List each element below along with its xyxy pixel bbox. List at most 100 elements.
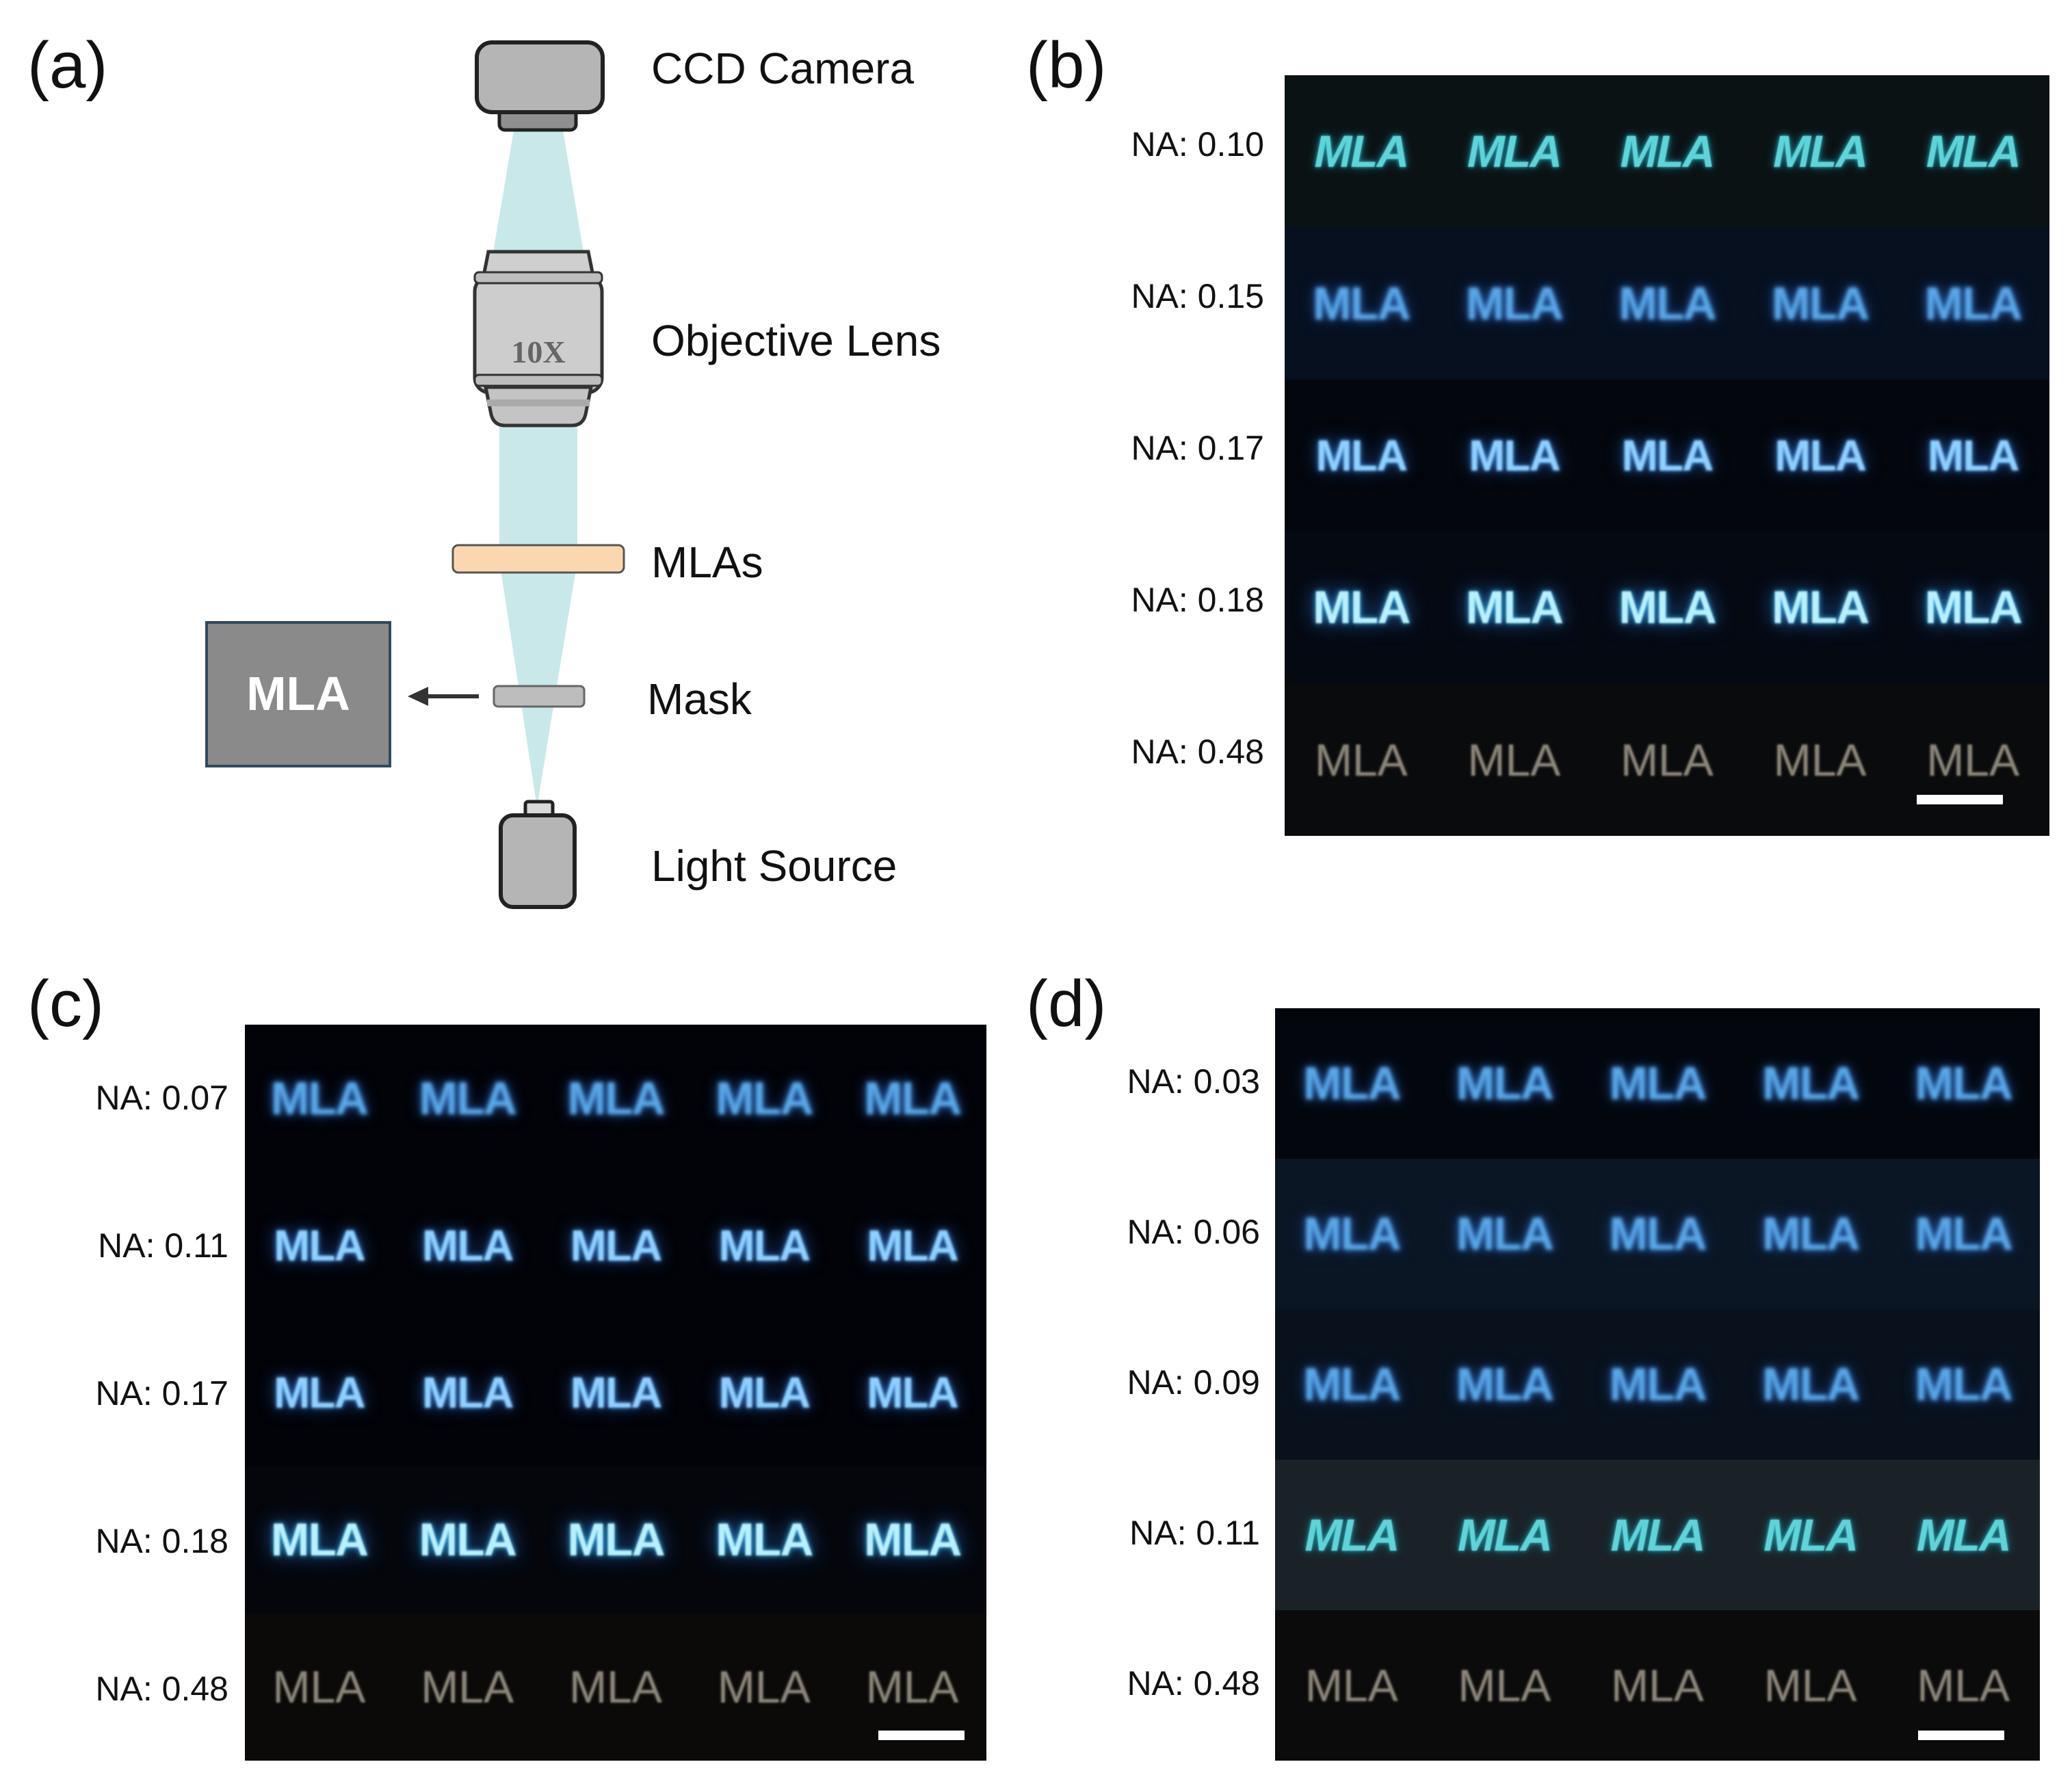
panel-a-label: (a) [27,29,108,102]
grid-cell-image: MLA [1285,75,1438,227]
grid-cell-image: MLA [1590,227,1744,379]
grid-cell-image: MLA [1896,227,2049,379]
mla-image-text: MLA [717,1661,811,1713]
na-label: NA: 0.17 [1131,429,1264,467]
mla-image-text: MLA [570,1367,663,1417]
grid-cell-image: MLA [838,1319,986,1466]
grid-cell-image: MLA [1275,1008,1428,1159]
mla-image-text: MLA [1609,1057,1707,1109]
grid-cell-image: MLA [1275,1159,1428,1309]
mla-image-text: MLA [865,1661,959,1713]
scale-bar-c [878,1731,965,1740]
grid-cell-image: MLA [1734,1460,1887,1610]
na-label: NA: 0.03 [1127,1062,1260,1101]
mla-image-text: MLA [867,1220,959,1270]
mla-image-text: MLA [1304,1660,1398,1711]
grid-cell-image: MLA [1428,1309,1582,1460]
mla-image-text: MLA [1467,126,1562,177]
na-label: NA: 0.17 [95,1374,228,1412]
mla-image-text: MLA [272,1661,366,1713]
grid-cell-image: MLA [542,1172,690,1319]
mla-image-text: MLA [1763,1510,1859,1560]
mla-image-text: MLA [1610,1510,1706,1560]
grid-cell-image: MLA [690,1614,838,1761]
mla-image-text: MLA [421,1367,514,1417]
mla-image-text: MLA [1915,1358,2013,1410]
grid-cell-image: MLA [1275,1309,1428,1460]
mla-image-text: MLA [1314,734,1408,785]
na-label: NA: 0.11 [98,1226,228,1265]
grid-cell-image: MLA [1428,1008,1582,1159]
mla-image-text: MLA [1456,1358,1554,1410]
mla-image-text: MLA [1467,734,1561,785]
grid-cell-image: MLA [1438,75,1591,227]
mask-pattern-text: MLA [246,667,350,720]
mla-image-text: MLA [1917,1660,2010,1711]
mla-image-text: MLA [1456,1208,1554,1260]
mla-image-text: MLA [270,1514,369,1566]
mla-image-text: MLA [1303,1208,1401,1260]
mla-image-text: MLA [1771,277,1870,330]
mla-image-text: MLA [1609,1208,1707,1260]
light-beam-lower [499,404,577,807]
mla-image-text: MLA [1465,581,1564,634]
grid-cell-image: MLA [245,1467,393,1614]
mla-image-text: MLA [1618,581,1716,634]
scale-bar-d [1918,1731,2004,1740]
grid-cell-image: MLA [1590,684,1744,836]
grid-cell-image: MLA [1438,531,1591,683]
mla-image-text: MLA [867,1367,959,1417]
grid-cell-image: MLA [1590,380,1744,531]
mla-image-text: MLA [1620,126,1716,177]
na-label: NA: 0.06 [1127,1213,1260,1251]
na-label: NA: 0.15 [1131,277,1264,315]
mla-image-text: MLA [1611,1660,1704,1711]
light-source-body [499,813,577,909]
mla-image-text: MLA [1763,1660,1857,1711]
mla-image-text: MLA [716,1514,813,1566]
mla-image-text: MLA [1773,734,1867,785]
objective-magnification-mark: 10X [511,334,565,369]
mla-image-text: MLA [1314,126,1409,177]
mla-image-text: MLA [1924,581,2023,634]
grid-row: MLA MLA MLA MLA MLA [1275,1309,2040,1460]
mla-image-text: MLA [1469,430,1561,480]
grid-cell-image: MLA [1428,1460,1582,1610]
mla-image-text: MLA [1761,1358,1860,1410]
mla-image-text: MLA [569,1661,662,1713]
mla-image-text: MLA [1303,1358,1401,1410]
mla-image-text: MLA [716,1072,813,1125]
mla-image-text: MLA [567,1514,665,1566]
grid-cell-image: MLA [1734,1309,1887,1460]
mla-image-text: MLA [1773,126,1868,177]
mla-image-text: MLA [1465,277,1564,330]
grid-cell-image: MLA [838,1025,986,1172]
mla-plate [451,544,625,574]
optical-setup-diagram: 10X MLA [205,40,625,909]
grid-cell-image: MLA [1887,1159,2040,1309]
panel-b-label: (b) [1026,29,1107,102]
grid-cell-image: MLA [1896,531,2049,683]
na-label: NA: 0.09 [1127,1363,1260,1402]
ccd-camera-body [475,40,605,114]
mla-image-text: MLA [1304,1510,1400,1560]
mla-image-text: MLA [1609,1358,1707,1410]
grid-cell-image: MLA [1438,684,1591,836]
na-label: NA: 0.48 [1127,1664,1260,1702]
grid-cell-image: MLA [245,1319,393,1466]
grid-cell-image: MLA [1581,1610,1734,1761]
grid-cell-image: MLA [838,1467,986,1614]
grid-cell-image: MLA [1581,1460,1734,1610]
grid-cell-image: MLA [393,1025,542,1172]
